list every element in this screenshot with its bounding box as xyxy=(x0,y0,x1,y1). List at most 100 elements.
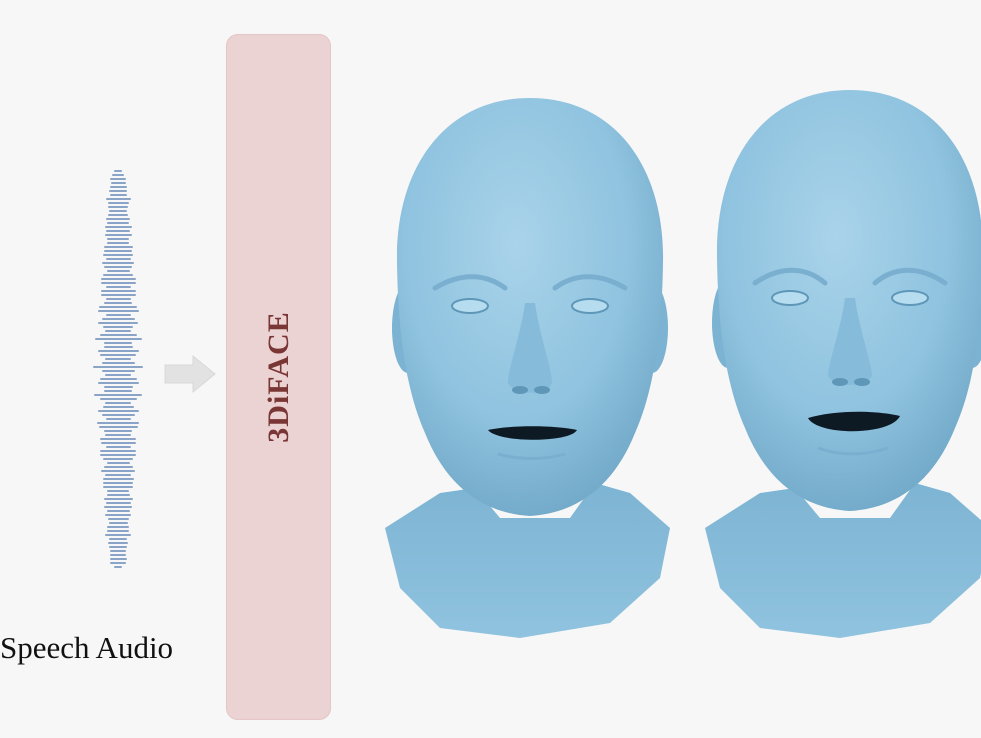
waveform-bar xyxy=(104,250,132,252)
waveform-bar xyxy=(106,218,130,220)
waveform-bar xyxy=(110,562,126,564)
output-face-2 xyxy=(700,88,981,648)
waveform-bar xyxy=(109,186,127,188)
waveform-bar xyxy=(98,322,138,324)
waveform-bar xyxy=(101,362,135,364)
waveform-bar xyxy=(97,422,139,424)
waveform-bar xyxy=(107,530,129,532)
waveform-bar xyxy=(101,414,135,416)
waveform-bar xyxy=(102,262,134,264)
waveform-bar xyxy=(106,462,130,464)
face-render-1 xyxy=(385,98,670,638)
waveform-bar xyxy=(105,314,131,316)
waveform-bar xyxy=(108,206,128,208)
waveform-bar xyxy=(109,190,127,192)
model-label: 3DiFACE xyxy=(261,311,295,443)
waveform-bar xyxy=(102,478,134,480)
waveform-bar xyxy=(101,370,135,372)
waveform-bar xyxy=(94,338,142,340)
waveform-bar xyxy=(112,174,124,176)
mouth-2 xyxy=(808,411,900,432)
waveform-bar xyxy=(105,374,131,376)
waveform-bar xyxy=(105,258,131,260)
waveform-bar xyxy=(106,270,130,272)
waveform-bar xyxy=(114,170,122,172)
speech-audio-caption: Speech Audio xyxy=(0,630,174,665)
waveform-bar xyxy=(114,566,122,568)
waveform-bar xyxy=(103,498,133,500)
waveform-bar xyxy=(110,554,126,556)
waveform-bar xyxy=(101,318,135,320)
waveform-bar xyxy=(105,298,131,300)
waveform-bar xyxy=(105,286,131,288)
waveform-bar xyxy=(100,450,136,452)
waveform-bar xyxy=(104,390,132,392)
waveform-bar xyxy=(108,214,128,216)
waveform-bar xyxy=(108,522,128,524)
waveform-bar xyxy=(97,350,139,352)
waveform-bar xyxy=(104,342,132,344)
waveform-bar xyxy=(105,434,131,436)
waveform-bar xyxy=(103,326,133,328)
right-arrow-icon xyxy=(163,354,217,394)
waveform-bar xyxy=(104,266,132,268)
waveform-bar xyxy=(109,194,127,196)
waveform-bar xyxy=(99,398,137,400)
waveform-bar xyxy=(103,386,133,388)
waveform-bar xyxy=(100,454,136,456)
waveform-bar xyxy=(103,482,133,484)
waveform-bar xyxy=(107,238,129,240)
waveform-bar xyxy=(100,282,136,284)
waveform-bar xyxy=(105,534,131,536)
waveform-bar xyxy=(105,514,131,516)
waveform-bar xyxy=(94,394,142,396)
waveform-bar xyxy=(105,474,131,476)
waveform-bar xyxy=(103,254,133,256)
waveform-bar xyxy=(110,550,126,552)
waveform-bar xyxy=(100,278,136,280)
waveform-bar xyxy=(108,542,128,544)
waveform-bar xyxy=(97,410,139,412)
waveform-bar xyxy=(102,406,134,408)
waveform-bar xyxy=(107,242,129,244)
waveform-bar xyxy=(103,486,133,488)
waveform-bar xyxy=(104,302,132,304)
waveform-bar xyxy=(100,294,136,296)
waveform-bar xyxy=(103,274,133,276)
waveform-bar xyxy=(100,354,136,356)
waveform-bar xyxy=(105,198,131,200)
waveform-bar xyxy=(100,442,136,444)
waveform-bar xyxy=(107,490,129,492)
waveform-bar xyxy=(100,438,136,440)
waveform-bar xyxy=(103,246,133,248)
waveform-bar xyxy=(99,334,137,336)
waveform-bar xyxy=(107,222,129,224)
waveform-bar xyxy=(107,526,129,528)
waveform-bar xyxy=(110,182,126,184)
waveform-bar xyxy=(97,310,139,312)
mouth-1 xyxy=(488,426,577,440)
waveform-bar xyxy=(93,366,143,368)
waveform-bar xyxy=(105,446,131,448)
waveform-bar xyxy=(109,546,127,548)
model-box: 3DiFACE xyxy=(226,34,331,720)
waveform-bar xyxy=(105,358,131,360)
waveform-bar xyxy=(106,510,130,512)
waveform-bar xyxy=(103,458,133,460)
waveform-bar xyxy=(105,402,131,404)
waveform-bar xyxy=(105,418,131,420)
waveform-bar xyxy=(104,226,132,228)
waveform-bar xyxy=(104,506,132,508)
face-render-2 xyxy=(705,90,981,638)
output-face-1 xyxy=(380,88,680,648)
waveform-bar xyxy=(103,466,133,468)
waveform-bar xyxy=(104,234,132,236)
waveform-bar xyxy=(99,306,137,308)
waveform-bar xyxy=(99,378,137,380)
waveform-bar xyxy=(97,382,139,384)
waveform-bar xyxy=(98,426,138,428)
waveform-bar xyxy=(110,178,126,180)
waveform-bar xyxy=(107,202,129,204)
speech-waveform xyxy=(78,170,158,575)
